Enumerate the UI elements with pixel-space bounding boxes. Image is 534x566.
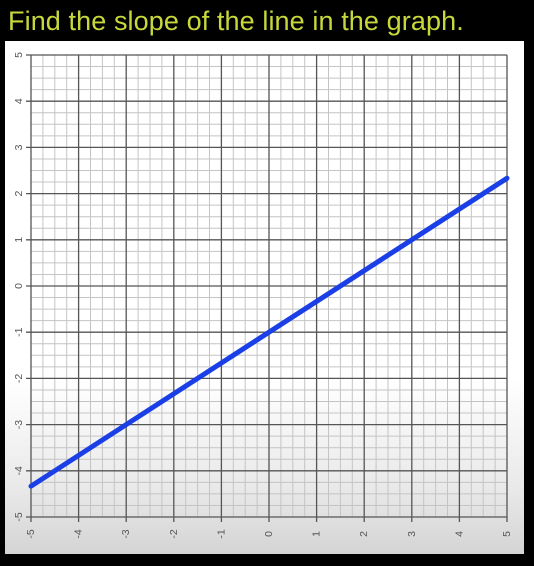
y-tick-label: -2 xyxy=(13,374,25,383)
y-tick-label: 0 xyxy=(13,283,25,289)
y-tick-label: -5 xyxy=(13,512,25,521)
major-grid xyxy=(26,54,508,522)
y-tick-label: -3 xyxy=(13,420,25,429)
x-tick-label: 3 xyxy=(406,531,418,537)
series-layer xyxy=(28,175,510,489)
x-tick-label: -1 xyxy=(215,529,227,538)
y-tick-label: 3 xyxy=(13,144,25,150)
x-tick-label: 2 xyxy=(358,531,370,537)
y-tick-label: -4 xyxy=(13,466,25,475)
x-tick-label: 0 xyxy=(263,531,275,537)
x-tick-label: 1 xyxy=(311,531,323,537)
y-tick-label: 4 xyxy=(13,98,25,104)
y-tick-label: 5 xyxy=(13,52,25,58)
x-tick-label: 4 xyxy=(453,531,465,537)
y-axis-tick-labels: -5 -4 -3 -2 -1 0 1 2 3 4 5 xyxy=(13,52,25,522)
series-line xyxy=(28,175,510,489)
x-axis-tick-labels: -5 -4 -3 -2 -1 0 1 2 3 4 5 xyxy=(25,529,513,538)
x-tick-label: -4 xyxy=(73,529,85,538)
y-tick-label: 1 xyxy=(13,237,25,243)
x-tick-label: -2 xyxy=(168,529,180,538)
x-tick-label: -3 xyxy=(120,529,132,538)
x-tick-label: -5 xyxy=(25,529,37,538)
y-tick-label: -1 xyxy=(13,327,25,336)
y-tick-label: 2 xyxy=(13,191,25,197)
page-title: Find the slope of the line in the graph. xyxy=(8,6,464,36)
x-tick-label: 5 xyxy=(501,531,513,537)
